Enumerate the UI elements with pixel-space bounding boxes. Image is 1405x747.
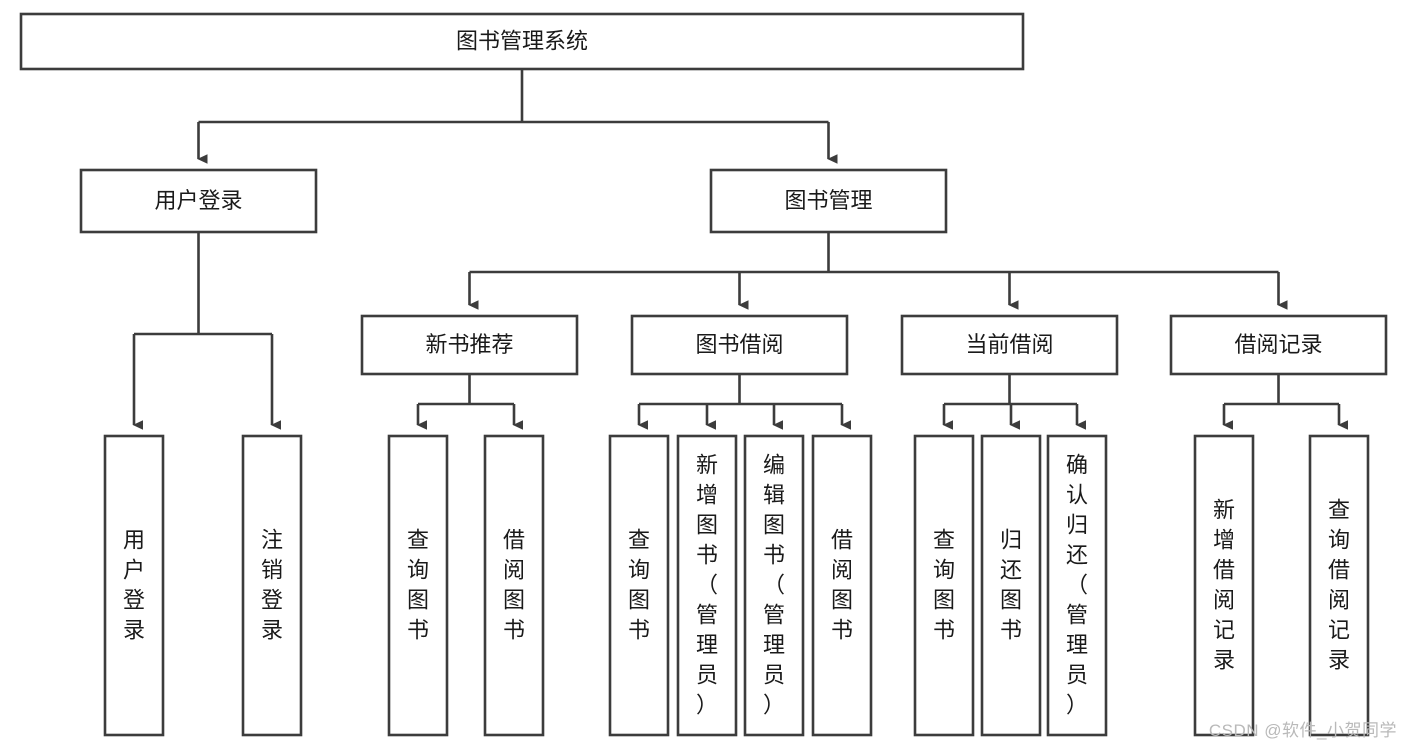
node-box-leaf-query-borrow-record	[1308, 434, 1370, 737]
node-book-borrow[interactable]: 图书借阅	[630, 314, 849, 376]
node-leaf-add-book[interactable]: 新增图书（管理员）	[676, 434, 738, 737]
connector-book-borrow-to-leaves	[637, 374, 852, 430]
node-box-leaf-query-book	[608, 434, 670, 737]
connector-borrow-record-to-leaves	[1222, 374, 1349, 430]
node-label-book-management: 图书管理	[784, 188, 872, 213]
node-leaf-user-login[interactable]: 用户登录	[103, 434, 165, 737]
node-leaf-logout[interactable]: 注销登录	[241, 434, 303, 737]
node-root[interactable]: 图书管理系统	[19, 12, 1025, 71]
node-box-user-login	[79, 168, 318, 234]
connector-user-login-to-leaves	[132, 232, 282, 430]
node-leaf-edit-book[interactable]: 编辑图书（管理员）	[743, 434, 805, 737]
node-label-root: 图书管理系统	[456, 28, 588, 53]
node-box-borrow-record	[1169, 314, 1388, 376]
node-label-leaf-query-book-recommend: 查询图书	[407, 528, 429, 643]
node-leaf-borrow-book[interactable]: 借阅图书	[811, 434, 873, 737]
node-label-leaf-confirm-return: 确认归还（管理员）	[1066, 453, 1088, 718]
connector-new-book-recommend-to-leaves	[416, 374, 524, 430]
connector-book-management-to-level2	[468, 232, 1288, 310]
node-box-leaf-edit-book	[743, 434, 805, 737]
node-box-new-book-recommend	[360, 314, 579, 376]
node-leaf-query-borrow-record[interactable]: 查询借阅记录	[1308, 434, 1370, 737]
node-box-current-borrow	[900, 314, 1119, 376]
node-box-leaf-borrow-book	[811, 434, 873, 737]
node-label-user-login: 用户登录	[154, 188, 242, 213]
node-box-book-borrow	[630, 314, 849, 376]
node-leaf-query-book-current[interactable]: 查询图书	[913, 434, 975, 737]
connector-layer	[132, 69, 1349, 430]
node-box-book-management	[709, 168, 948, 234]
node-box-leaf-query-book-current	[913, 434, 975, 737]
node-box-leaf-query-book-recommend	[387, 434, 449, 737]
node-label-leaf-logout: 注销登录	[261, 528, 283, 643]
node-leaf-query-book-recommend[interactable]: 查询图书	[387, 434, 449, 737]
node-current-borrow[interactable]: 当前借阅	[900, 314, 1119, 376]
node-label-leaf-borrow-book-recommend: 借阅图书	[503, 528, 525, 643]
node-leaf-add-borrow-record[interactable]: 新增借阅记录	[1193, 434, 1255, 737]
node-leaf-return-book[interactable]: 归还图书	[980, 434, 1042, 737]
node-label-leaf-user-login: 用户登录	[123, 528, 145, 643]
node-label-leaf-return-book: 归还图书	[1000, 528, 1022, 643]
node-box-leaf-logout	[241, 434, 303, 737]
node-label-borrow-record: 借阅记录	[1234, 332, 1322, 357]
node-borrow-record[interactable]: 借阅记录	[1169, 314, 1388, 376]
node-leaf-confirm-return[interactable]: 确认归还（管理员）	[1046, 434, 1108, 737]
node-box-leaf-return-book	[980, 434, 1042, 737]
node-label-leaf-add-borrow-record: 新增借阅记录	[1213, 498, 1235, 673]
node-leaf-query-book[interactable]: 查询图书	[608, 434, 670, 737]
node-box-leaf-add-borrow-record	[1193, 434, 1255, 737]
connector-current-borrow-to-leaves	[942, 374, 1087, 430]
node-book-management[interactable]: 图书管理	[709, 168, 948, 234]
node-label-leaf-add-book: 新增图书（管理员）	[696, 453, 718, 718]
node-box-root	[19, 12, 1025, 71]
node-leaf-borrow-book-recommend[interactable]: 借阅图书	[483, 434, 545, 737]
node-box-leaf-add-book	[676, 434, 738, 737]
node-label-new-book-recommend: 新书推荐	[425, 332, 513, 357]
node-layer: 图书管理系统用户登录图书管理新书推荐图书借阅当前借阅借阅记录用户登录注销登录查询…	[19, 12, 1388, 737]
node-user-login[interactable]: 用户登录	[79, 168, 318, 234]
node-label-leaf-edit-book: 编辑图书（管理员）	[763, 453, 785, 718]
node-label-leaf-borrow-book: 借阅图书	[831, 528, 853, 643]
node-box-leaf-confirm-return	[1046, 434, 1108, 737]
node-label-leaf-query-book: 查询图书	[628, 528, 650, 643]
connector-root-to-level1	[197, 69, 838, 164]
node-label-leaf-query-book-current: 查询图书	[933, 528, 955, 643]
node-box-leaf-user-login	[103, 434, 165, 737]
node-label-leaf-query-borrow-record: 查询借阅记录	[1328, 498, 1350, 673]
node-label-book-borrow: 图书借阅	[695, 332, 783, 357]
node-label-current-borrow: 当前借阅	[965, 332, 1053, 357]
node-box-leaf-borrow-book-recommend	[483, 434, 545, 737]
node-new-book-recommend[interactable]: 新书推荐	[360, 314, 579, 376]
